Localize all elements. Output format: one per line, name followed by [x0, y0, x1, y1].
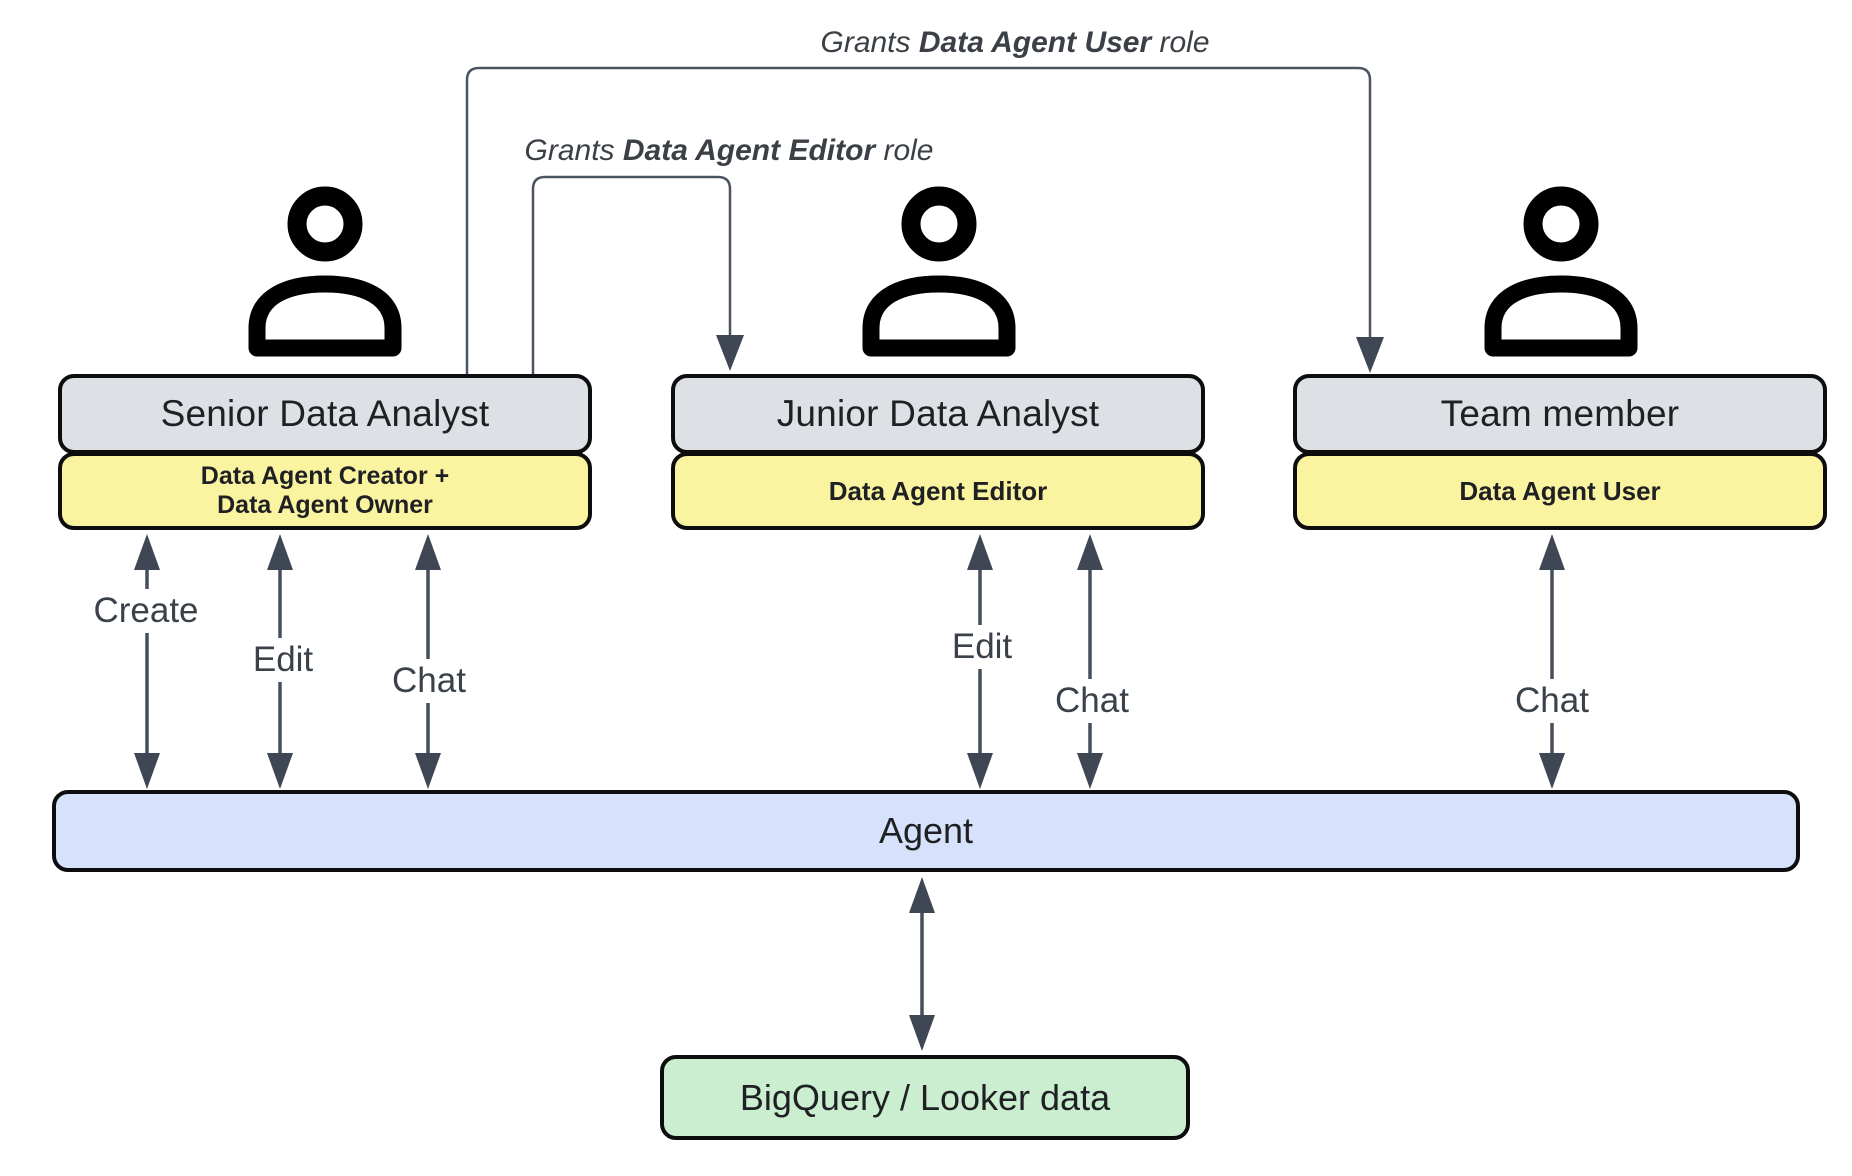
role-line: Data Agent Owner — [217, 491, 433, 519]
grant-user-prefix: Grants — [820, 26, 919, 59]
grant-editor-prefix: Grants — [524, 134, 623, 167]
actor-title-senior: Senior Data Analyst — [58, 374, 592, 454]
actor-title-junior: Junior Data Analyst — [671, 374, 1205, 454]
actor-title-text: Team member — [1440, 393, 1680, 434]
role-line: Data Agent Editor — [828, 475, 1048, 506]
person-icon — [248, 186, 402, 357]
actor-role-senior: Data Agent Creator + Data Agent Owner — [58, 452, 592, 530]
chat-label-senior: Chat — [384, 659, 474, 703]
role-line: Data Agent Creator + — [200, 462, 450, 490]
actor-role-junior: Data Agent Editor — [671, 452, 1205, 530]
agent-datastore-arrow — [909, 877, 935, 1051]
datastore-node: BigQuery / Looker data — [660, 1055, 1190, 1140]
actor-title-team: Team member — [1293, 374, 1827, 454]
grant-user-role: Data Agent User — [918, 26, 1152, 59]
edit-label-senior: Edit — [244, 638, 322, 682]
chat-label-junior: Chat — [1047, 679, 1137, 723]
datastore-label: BigQuery / Looker data — [739, 1076, 1111, 1118]
grant-editor-label: Grants Data Agent Editor role — [525, 134, 934, 168]
chat-arrow-junior — [1077, 534, 1103, 789]
agent-label: Agent — [878, 810, 974, 851]
actor-title-text: Senior Data Analyst — [160, 393, 490, 434]
create-arrow — [134, 534, 160, 789]
person-icon — [1484, 186, 1638, 357]
person-icon — [862, 186, 1016, 357]
grant-user-connector — [465, 66, 1384, 374]
edit-label-junior: Edit — [943, 625, 1021, 669]
grant-editor-suffix: role — [875, 134, 934, 167]
create-label: Create — [85, 589, 207, 633]
actor-title-text: Junior Data Analyst — [776, 393, 1100, 434]
chat-label-team: Chat — [1507, 679, 1597, 723]
grant-user-label: Grants Data Agent User role — [820, 26, 1209, 60]
grant-editor-connector — [531, 175, 744, 374]
role-line: Data Agent User — [1459, 475, 1661, 506]
actor-role-team: Data Agent User — [1293, 452, 1827, 530]
grant-user-suffix: role — [1151, 26, 1210, 59]
grant-editor-role: Data Agent Editor — [622, 134, 876, 167]
chat-arrow-team — [1539, 534, 1565, 789]
agent-node: Agent — [52, 790, 1800, 872]
